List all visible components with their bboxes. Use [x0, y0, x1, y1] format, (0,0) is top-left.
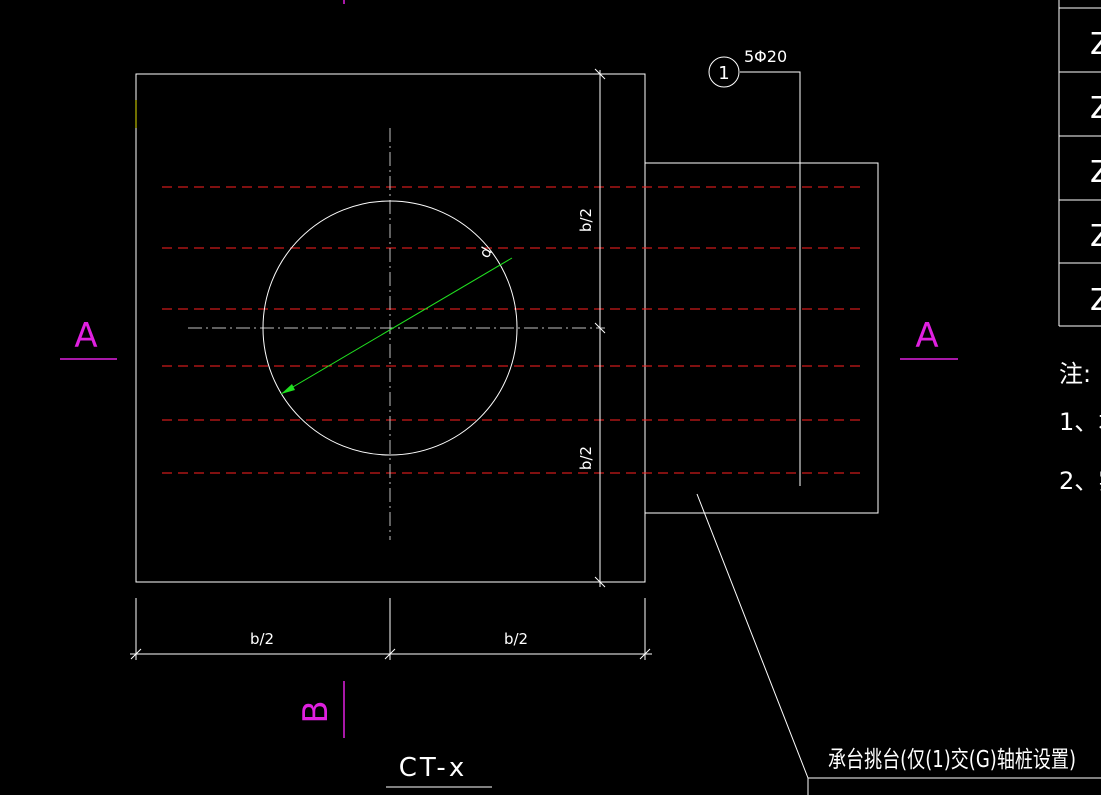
dimension-bottom-right-label: b/2	[504, 630, 528, 648]
section-mark-right-label: A	[915, 316, 938, 356]
notes-heading: 注:	[1059, 360, 1091, 388]
table-cell: Z	[1090, 155, 1101, 190]
schedule-table	[1058, 0, 1101, 327]
dimension-right-upper-label: b/2	[577, 208, 595, 232]
section-mark-bottom-label: B	[296, 700, 336, 723]
dimension-bottom-left-label: b/2	[250, 630, 274, 648]
cantilever-note-label: 承台挑台(仅(1)交(G)轴桩设置)	[828, 747, 1076, 773]
notes-item-2: 2、实	[1059, 467, 1101, 495]
rebar-callout-spec: 5Φ20	[744, 47, 787, 66]
pile-cap-outline	[135, 73, 646, 583]
table-cell: Z	[1090, 27, 1101, 62]
table-cell: Z	[1090, 283, 1101, 318]
pile-radius-line	[280, 257, 513, 395]
pile-radius-arrow	[281, 384, 295, 394]
rebar-callout-bubble	[708, 56, 740, 88]
notes-item-1: 1、本	[1059, 408, 1101, 436]
section-mark-left-label: A	[74, 316, 97, 356]
pile-circle	[262, 200, 518, 456]
drawing-title: CT-x	[399, 753, 467, 783]
rebar-lines	[162, 186, 860, 474]
cantilever-outline	[645, 162, 879, 514]
dimension-bottom	[130, 598, 652, 660]
table-cell: Z	[1090, 219, 1101, 254]
rebar-callout-leader	[740, 71, 801, 486]
dimension-right	[594, 68, 606, 588]
table-cell: Z	[1090, 91, 1101, 126]
pile-radius-label: d	[475, 244, 495, 261]
dimension-right-lower-label: b/2	[577, 446, 595, 470]
note-leader	[696, 493, 1101, 779]
rebar-callout-number: 1	[718, 63, 729, 84]
